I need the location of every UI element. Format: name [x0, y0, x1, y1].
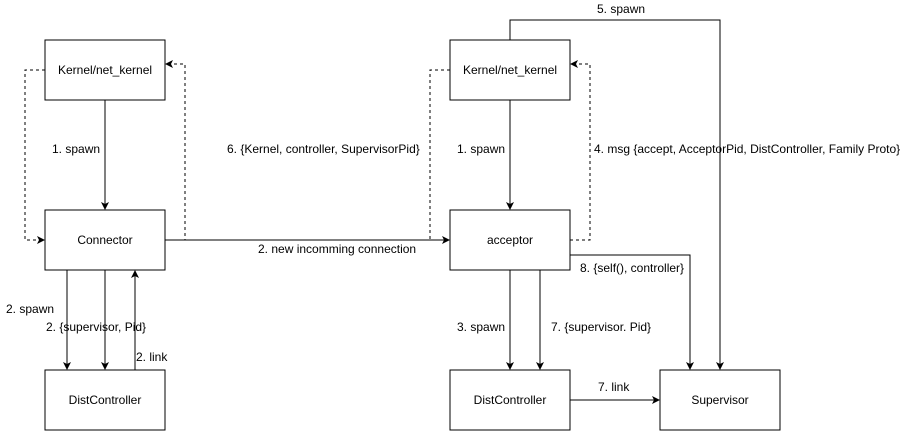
left-kernel-to-connector-dashed-edge — [24, 69, 45, 244]
accept-msg-label: 4. msg {accept, AcceptorPid, DistControl… — [594, 142, 900, 156]
self-controller-label: 8. {self(), controller} — [580, 261, 684, 275]
left-spawn-label: 1. spawn — [52, 142, 100, 156]
right-kernel-dashed-edge — [429, 69, 450, 240]
acceptor-label: acceptor — [487, 233, 533, 247]
right-distcontroller-node[interactable]: DistController — [449, 369, 571, 431]
left-distcontroller-label: DistController — [69, 393, 142, 407]
right-spawn-label: 1. spawn — [457, 142, 505, 156]
connector-to-left-kernel-dashed-edge — [165, 60, 186, 241]
right-supervisor-pid-label: 7. {supervisor. Pid} — [551, 320, 651, 334]
left-distcontroller-node[interactable]: DistController — [44, 369, 166, 431]
left-link-label: 2. link — [136, 350, 168, 364]
kernel-controller-label: 6. {Kernel, controller, SupervisorPid} — [227, 142, 420, 156]
left-kernel-label: Kernel/net_kernel — [58, 63, 152, 77]
right-link-label: 7. link — [598, 380, 630, 394]
spawn-supervisor-label: 5. spawn — [597, 2, 645, 16]
self-controller-edge — [570, 254, 694, 370]
connector-node[interactable]: Connector — [44, 209, 166, 271]
right-spawn-dist-label: 3. spawn — [457, 320, 505, 334]
left-kernel-node[interactable]: Kernel/net_kernel — [44, 39, 166, 101]
new-connection-label: 2. new incomming connection — [258, 242, 416, 256]
right-kernel-node[interactable]: Kernel/net_kernel — [449, 39, 571, 101]
spawn-supervisor-edge — [509, 19, 724, 370]
right-distcontroller-label: DistController — [474, 393, 547, 407]
left-spawn-dist-label: 2. spawn — [6, 302, 54, 316]
acceptor-to-right-kernel-dashed-edge — [570, 60, 591, 241]
connector-label: Connector — [77, 233, 132, 247]
right-kernel-label: Kernel/net_kernel — [463, 63, 557, 77]
supervisor-label: Supervisor — [691, 393, 748, 407]
left-supervisor-pid-label: 2. {supervisor, Pid} — [46, 320, 146, 334]
acceptor-node[interactable]: acceptor — [449, 209, 571, 271]
supervisor-node[interactable]: Supervisor — [659, 369, 781, 431]
